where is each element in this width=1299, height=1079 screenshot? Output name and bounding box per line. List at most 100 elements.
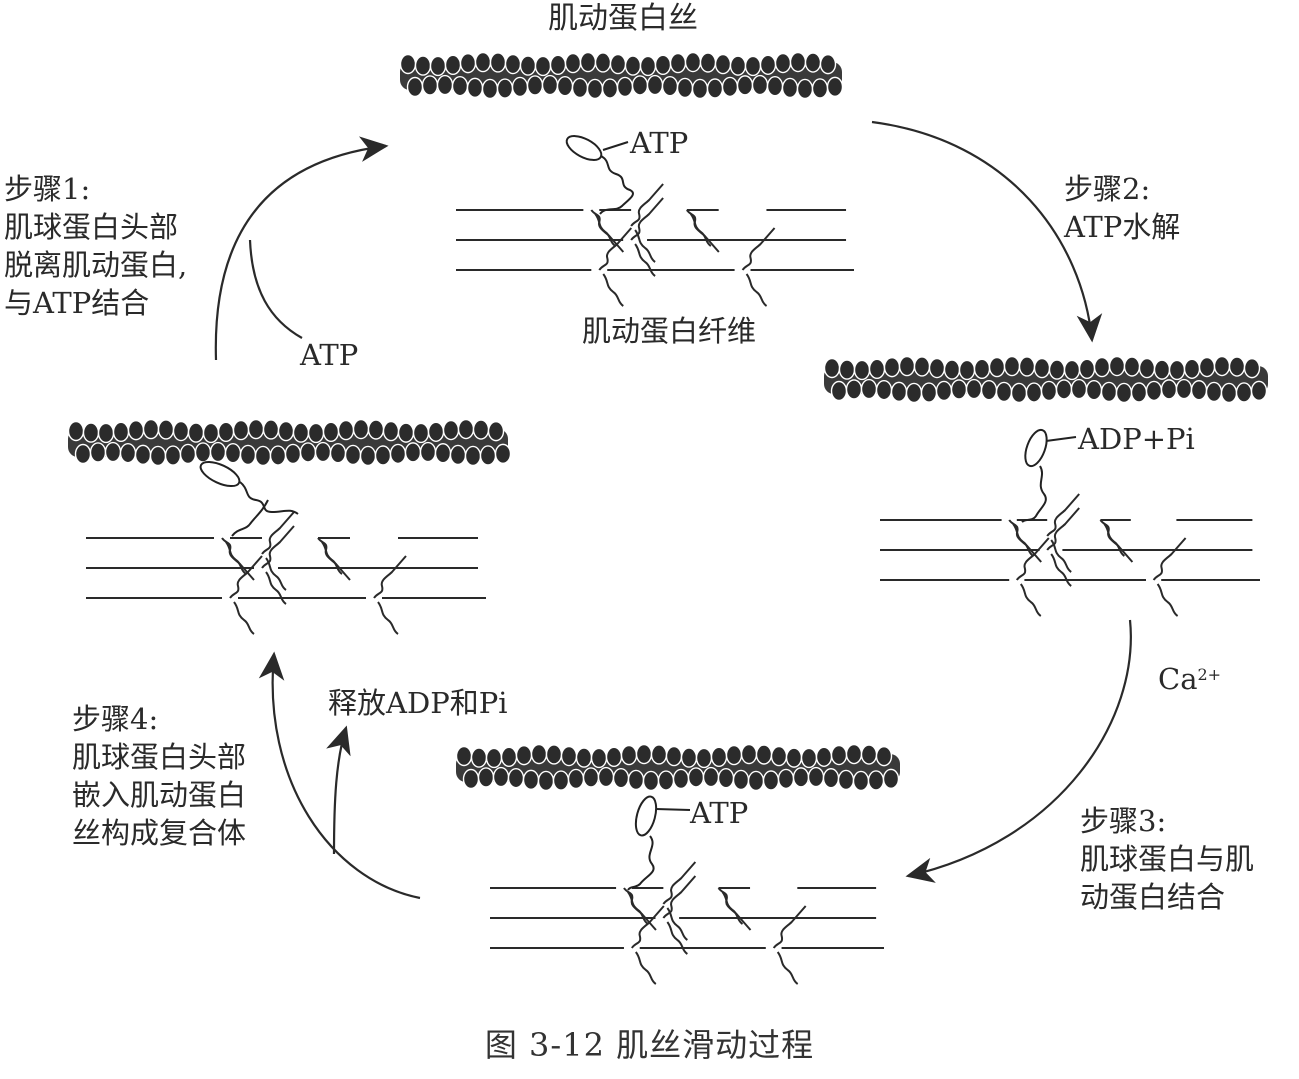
actin-bead [860,744,878,765]
step4-line: 嵌入肌动蛋白 [72,778,247,812]
actin-bead [1010,382,1028,404]
actin-bead [526,75,544,96]
actin-bead [639,55,657,77]
actin-bead [412,422,430,444]
actin-bead [307,422,325,444]
actin-bead [811,78,829,99]
actin-bead [661,76,679,97]
actin-bead [789,51,807,73]
actin-bead [684,51,702,73]
actin-filament-left [67,418,512,467]
actin-bead [232,419,250,441]
actin-bead [247,418,265,440]
actin-bead [815,746,833,767]
actin-bead [1100,381,1118,403]
actin-bead [804,52,822,73]
crossbridge [662,861,697,905]
actin-bead [1235,382,1253,403]
crossbridge [666,921,688,955]
crossbridge [377,601,399,635]
actin-bead [695,747,713,769]
actin-bead [755,744,773,765]
actin-bead [1055,379,1073,400]
actin-bead [875,745,893,767]
actin-bead [134,444,152,466]
actin-bead [845,743,863,765]
actin-bead [699,52,717,73]
actin-bead [1130,382,1148,403]
actin-bead [642,770,660,792]
actin-bead [74,443,92,465]
actin-bead [382,420,400,442]
actin-bead [299,442,317,463]
actin-bead [462,768,480,790]
calcium-charge: 2+ [1197,665,1222,684]
actin-bead [534,55,552,77]
step3-line: 动蛋白结合 [1080,880,1226,914]
actin-bead [935,380,953,402]
adp-pi-label: ADP+Pi [1078,422,1195,456]
actin-bead [492,766,510,788]
actin-bead [657,770,675,791]
crossbridge [1156,583,1179,617]
actin-bead [556,75,574,97]
actin-filament-bottom [455,743,900,792]
actin-bead [665,745,683,767]
actin-bead [732,769,750,791]
crossbridge [229,555,263,599]
actin-bead [1250,380,1268,402]
step1-line: 与ATP结合 [4,286,150,320]
actin-bead [427,421,445,442]
actin-bead [988,356,1006,378]
actin-bead [217,421,235,443]
actin-bead [943,359,961,380]
actin-bead [609,53,627,75]
step2-line: 步骤2: [1064,172,1151,206]
actin-bead [507,767,525,789]
step4-line: 丝构成复合体 [72,816,247,850]
actin-bead [774,52,792,74]
actin-bead [560,745,578,767]
actin-bead [457,418,475,440]
actin-bead [112,421,130,443]
actin-bead [455,745,473,767]
actin-bead [751,74,769,96]
actin-bead [459,52,477,74]
actin-bead [239,444,257,466]
actin-bead [624,55,642,76]
actin-bead [973,358,991,380]
actin-bead [920,382,938,403]
actin-bead [149,445,167,467]
step4-line: 步骤4: [72,702,159,736]
actin-bead [928,357,946,379]
actin-bead [635,743,653,765]
step3-text: 步骤3: 肌球蛋白与肌 动蛋白结合 [1080,802,1254,916]
actin-bead [359,445,377,467]
actin-bead [104,441,122,463]
myosin-head-left [199,460,299,537]
actin-bead [601,78,619,99]
crossbridge [1103,523,1126,557]
crossbridge [1050,539,1072,573]
actin-bead [436,74,454,96]
crossbridge [630,183,664,227]
actin-bead [127,419,145,441]
actin-bead [740,743,758,765]
actin-bead [676,77,694,99]
crossbridge [745,273,768,307]
crossbridge [1046,493,1080,537]
actin-bead [777,768,795,790]
actin-bead [67,420,85,442]
actin-bead [582,767,600,788]
actin-filament-top [399,51,844,100]
actin-bead [284,443,302,465]
actin-bead [477,767,495,788]
actin-bead [1003,355,1021,377]
actin-bead [672,768,690,790]
actin-bead [419,441,437,463]
crossbridge [1019,583,1042,617]
actin-bead [616,76,634,98]
actin-bead [374,445,392,466]
actin-bead [352,418,370,440]
